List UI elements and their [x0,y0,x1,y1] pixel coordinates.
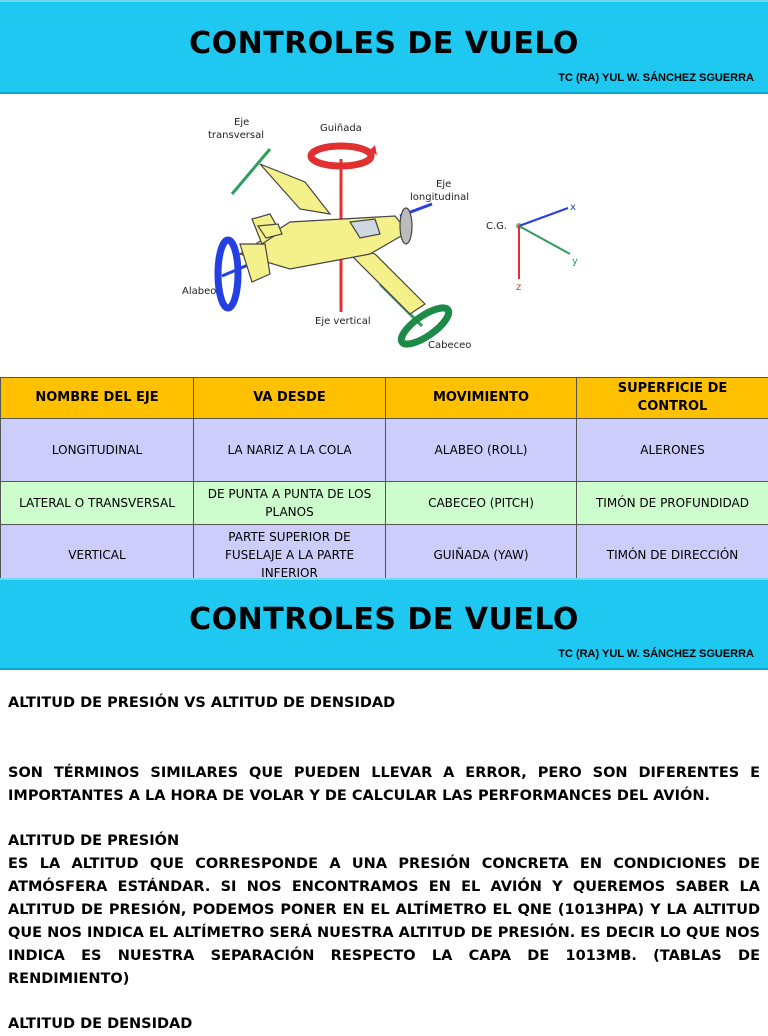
table-row: VERTICAL PARTE SUPERIOR DE FUSELAJE A LA… [1,525,768,586]
section-intro: SON TÉRMINOS SIMILARES QUE PUEDEN LLEVAR… [8,762,760,808]
cg-x-axis [519,208,568,226]
label-cg: C.G. [486,221,507,232]
subsection-body-pressure: ES LA ALTITUD QUE CORRESPONDE A UNA PRES… [8,853,760,991]
table-cell: ALERONES [577,419,768,482]
label-cabeceo: Cabeceo [428,340,471,351]
transversal-axis-line [232,149,270,194]
cg-y-axis [519,226,570,254]
slide-title-2: CONTROLES DE VUELO [0,602,768,637]
slide-title: CONTROLES DE VUELO [0,26,768,61]
axes-table: NOMBRE DEL EJE VA DESDE MOVIMIENTO SUPER… [0,377,768,586]
header-nombre-eje: NOMBRE DEL EJE [1,378,194,419]
table-cell: VERTICAL [1,525,194,586]
flight-axes-diagram: Eje transversal Guiñada Eje longitudinal… [170,104,600,364]
label-eje-transversal-2: transversal [208,130,264,141]
label-eje-transversal-1: Eje [234,117,249,128]
table-cell: PARTE SUPERIOR DE FUSELAJE A LA PARTE IN… [194,525,386,586]
label-eje-longitudinal-2: longitudinal [410,192,469,203]
subsection-title-pressure: ALTITUD DE PRESIÓN [8,830,760,853]
author-label-2: TC (RA) YUL W. SÁNCHEZ SGUERRA [558,648,754,660]
table-cell: GUIÑADA (YAW) [386,525,577,586]
label-z: z [516,282,521,293]
subsection-title-density: ALTITUD DE DENSIDAD [8,1013,760,1036]
table-cell: LONGITUDINAL [1,419,194,482]
header-movimiento: MOVIMIENTO [386,378,577,419]
table-cell: LATERAL O TRANSVERSAL [1,482,194,525]
table-row: LATERAL O TRANSVERSAL DE PUNTA A PUNTA D… [1,482,768,525]
slide-header-2: CONTROLES DE VUELO TC (RA) YUL W. SÁNCHE… [0,578,768,670]
section-heading: ALTITUD DE PRESIÓN VS ALTITUD DE DENSIDA… [8,692,760,715]
label-guinada: Guiñada [320,123,362,134]
label-eje-longitudinal-1: Eje [436,179,451,190]
label-alabeo: Alabeo [182,286,216,297]
table-cell: ALABEO (ROLL) [386,419,577,482]
label-x: x [570,202,576,213]
airplane-illustration [240,164,425,314]
header-superficie-control: SUPERFICIE DE CONTROL [577,378,768,419]
table-row: LONGITUDINAL LA NARIZ A LA COLA ALABEO (… [1,419,768,482]
table-cell: CABECEO (PITCH) [386,482,577,525]
table-cell: TIMÓN DE DIRECCIÓN [577,525,768,586]
table-header-row: NOMBRE DEL EJE VA DESDE MOVIMIENTO SUPER… [1,378,768,419]
table-cell: TIMÓN DE PROFUNDIDAD [577,482,768,525]
label-eje-vertical: Eje vertical [315,316,371,327]
table-cell: LA NARIZ A LA COLA [194,419,386,482]
author-label: TC (RA) YUL W. SÁNCHEZ SGUERRA [558,72,754,84]
label-y: y [572,256,578,267]
yaw-rotation-ring [311,146,371,166]
header-va-desde: VA DESDE [194,378,386,419]
table-cell: DE PUNTA A PUNTA DE LOS PLANOS [194,482,386,525]
slide-header: CONTROLES DE VUELO TC (RA) YUL W. SÁNCHE… [0,0,768,94]
